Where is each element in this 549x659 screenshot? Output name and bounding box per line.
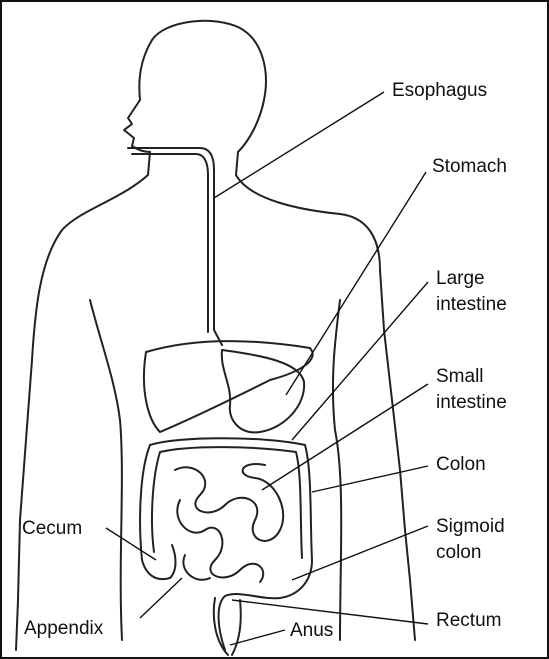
label-anus: Anus xyxy=(290,620,333,642)
armpit-right xyxy=(333,300,341,640)
leader-colon xyxy=(312,466,428,492)
label-small-intestine-line2: intestine xyxy=(436,392,507,414)
label-esophagus: Esophagus xyxy=(392,80,487,102)
label-rectum: Rectum xyxy=(436,610,501,632)
label-appendix: Appendix xyxy=(24,618,103,640)
label-cecum: Cecum xyxy=(22,518,82,540)
head-front xyxy=(124,40,152,152)
small-intestine-shape xyxy=(175,464,283,582)
label-large-intestine-line1: Large xyxy=(436,268,485,290)
leader-esophagus xyxy=(214,92,384,198)
rectum-shape xyxy=(214,598,241,655)
label-colon: Colon xyxy=(436,454,486,476)
neck-left xyxy=(16,152,150,650)
leader-small-intestine xyxy=(262,384,428,490)
label-stomach: Stomach xyxy=(432,156,507,178)
armpit-left xyxy=(90,300,122,640)
stomach-shape xyxy=(222,350,304,432)
label-large-intestine-line2: intestine xyxy=(436,294,507,316)
label-sigmoid-colon-line1: Sigmoid xyxy=(436,516,505,538)
leader-large-intestine xyxy=(292,282,428,440)
label-small-intestine-line1: Small xyxy=(436,366,484,388)
leader-stomach xyxy=(286,172,426,395)
leader-appendix xyxy=(140,578,182,618)
label-sigmoid-colon-line2: colon xyxy=(436,542,481,564)
leader-cecum xyxy=(106,528,156,560)
